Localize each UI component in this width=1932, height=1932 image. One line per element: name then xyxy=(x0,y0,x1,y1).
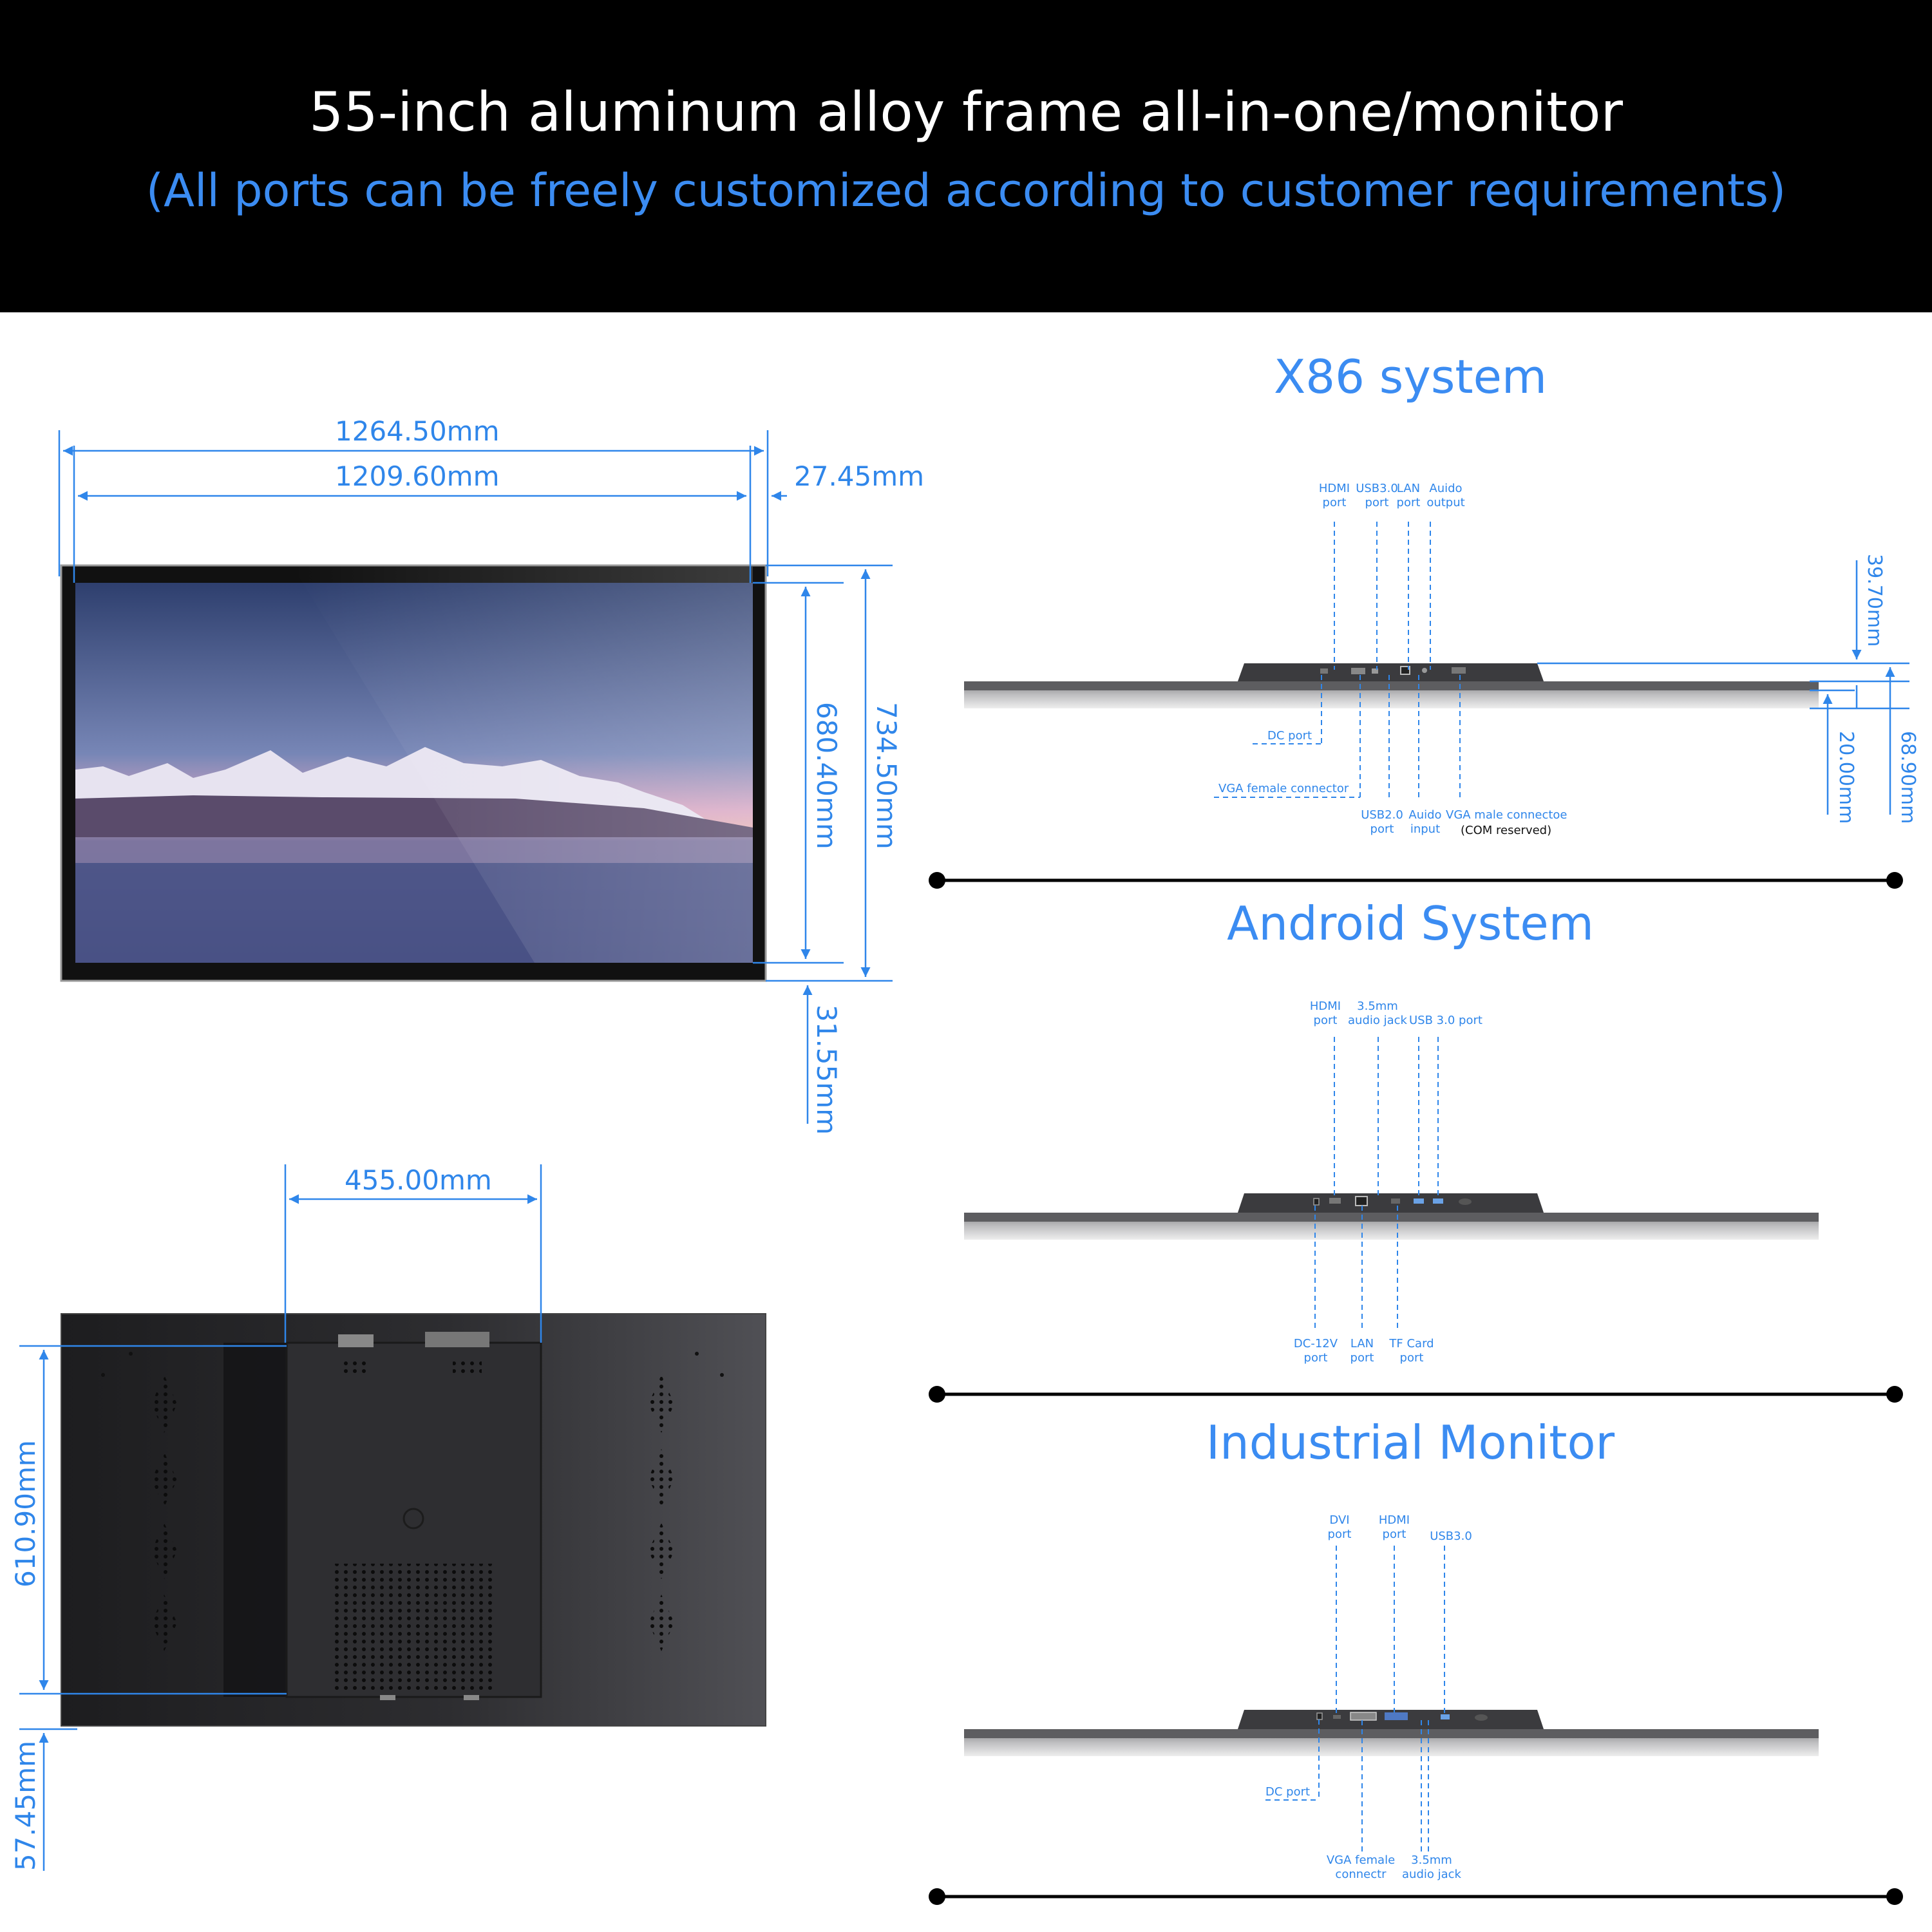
dim-screen-height: 680.40mm xyxy=(811,702,842,849)
x86-label-vga-male: VGA male connectoe xyxy=(1446,808,1567,822)
dim-total-width: 1264.50mm xyxy=(335,415,500,447)
industrial-profile xyxy=(964,1710,1819,1756)
x86-dim-top: 39.70mm xyxy=(1863,554,1886,647)
x86-leader-lines xyxy=(1214,522,1461,799)
x86-label-vga-female: VGA female connector xyxy=(1218,782,1349,795)
dim-total-height: 734.50mm xyxy=(871,702,902,849)
front-monitor-drawing xyxy=(60,564,767,982)
industrial-leader-lines xyxy=(1265,1546,1445,1855)
x86-dim-mid: 20.00mm xyxy=(1835,731,1857,824)
dim-bottom-offset: 57.45mm xyxy=(10,1740,41,1871)
android-leader-lines xyxy=(1314,1037,1439,1332)
android-separator xyxy=(929,1386,1903,1403)
x86-dim-total: 68.90mm xyxy=(1897,731,1919,824)
x86-label-dc: DC port xyxy=(1267,729,1312,743)
android-title: Android System xyxy=(1227,896,1594,951)
page-subtitle: (All ports can be freely customized acco… xyxy=(146,164,1786,217)
x86-separator xyxy=(929,872,1903,889)
dim-box-height: 610.90mm xyxy=(10,1440,41,1587)
industrial-title: Industrial Monitor xyxy=(1206,1416,1615,1470)
android-label-usb3: USB 3.0 port xyxy=(1409,1014,1482,1027)
industrial-label-dc: DC port xyxy=(1265,1785,1311,1799)
back-view-drawing xyxy=(61,1313,766,1727)
android-profile xyxy=(964,1193,1819,1240)
industrial-label-usb3: USB3.0 xyxy=(1430,1530,1472,1543)
x86-title: X86 system xyxy=(1273,350,1548,404)
front-dimension-lines xyxy=(58,430,893,1124)
header-banner xyxy=(0,0,1932,312)
page-title: 55-inch aluminum alloy frame all-in-one/… xyxy=(308,80,1624,144)
x86-label-com: (COM reserved) xyxy=(1461,824,1552,837)
x86-dimension-lines xyxy=(1537,560,1909,815)
x86-profile xyxy=(964,663,1819,708)
dim-box-width: 455.00mm xyxy=(345,1164,492,1196)
back-dimension-lines xyxy=(19,1164,542,1871)
industrial-separator xyxy=(929,1888,1903,1905)
dim-side-bezel: 27.45mm xyxy=(794,460,925,492)
dim-screen-width: 1209.60mm xyxy=(335,460,500,492)
dim-bottom-bezel: 31.55mm xyxy=(811,1005,842,1135)
